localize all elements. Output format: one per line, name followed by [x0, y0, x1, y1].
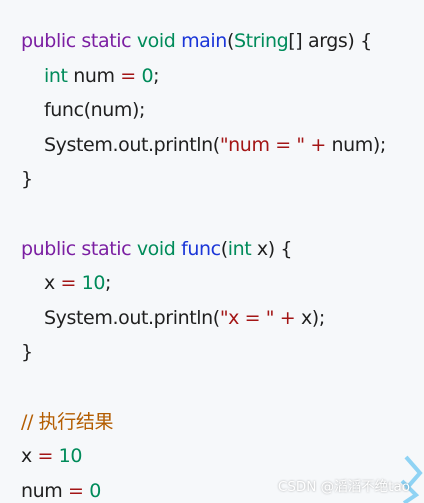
code-text: func(num);: [44, 99, 146, 122]
code-text: }: [21, 341, 33, 364]
operator: =: [120, 64, 136, 87]
operator: =: [37, 445, 54, 468]
string-literal: "num = ": [219, 133, 305, 156]
keyword: public static: [21, 237, 137, 260]
code-text: x);: [295, 306, 325, 329]
code-line-6-blank: [21, 197, 424, 232]
code-text: ;: [153, 64, 160, 87]
number-literal: 0: [141, 64, 154, 87]
code-line-10: }: [21, 335, 424, 370]
code-text: num: [21, 479, 69, 502]
code-text: System.out.println(: [44, 306, 220, 329]
operator: +: [279, 306, 296, 329]
code-comment: // 执行结果: [21, 410, 114, 433]
number-literal: 10: [81, 272, 106, 295]
number-literal: 10: [58, 445, 83, 468]
code-text: x: [44, 272, 61, 295]
number-literal: 0: [89, 479, 101, 502]
code-text: ;: [105, 272, 112, 295]
watermark: CSDN @滔滔不绝tao: [277, 479, 410, 495]
code-text: x) {: [251, 237, 293, 260]
code-line-14: num = 0: [21, 474, 424, 503]
code-line-8: x = 10;: [21, 266, 424, 301]
code-text: (: [226, 30, 234, 52]
type-token: int: [227, 237, 252, 260]
code-text: System.out.println(: [44, 133, 220, 156]
keyword: public static: [21, 30, 137, 52]
corner-chevron-icon: [400, 455, 423, 503]
code-line-5: }: [21, 162, 424, 197]
code-line-12: // 执行结果: [21, 405, 424, 440]
code-text: num);: [325, 133, 387, 156]
operator: =: [60, 272, 77, 295]
code-line-13: x = 10: [21, 439, 424, 474]
code-text: num: [73, 64, 121, 87]
type-token: int: [44, 64, 74, 87]
code-line-9: System.out.println("x = " + x);: [21, 301, 424, 336]
type-token: void: [136, 237, 182, 260]
function-name: func: [181, 237, 221, 260]
code-text: [] args) {: [288, 30, 372, 52]
code-line-1: public static void main(String[] args) {: [21, 24, 424, 59]
operator: =: [68, 479, 84, 502]
code-line-3: func(num);: [21, 93, 424, 128]
operator: +: [310, 133, 326, 156]
code-line-2: int num = 0;: [21, 59, 424, 94]
type-token: void: [136, 30, 182, 52]
code-line-4: System.out.println("num = " + num);: [21, 128, 424, 163]
code-text: x: [21, 445, 38, 468]
string-literal: "x = ": [219, 306, 275, 329]
type-token: String: [233, 30, 289, 52]
function-name: main: [181, 30, 227, 52]
code-text: (: [220, 237, 228, 260]
code-line-7: public static void func(int x) {: [21, 232, 424, 267]
code-line-11-blank: [21, 370, 424, 405]
code-text: }: [21, 168, 33, 191]
